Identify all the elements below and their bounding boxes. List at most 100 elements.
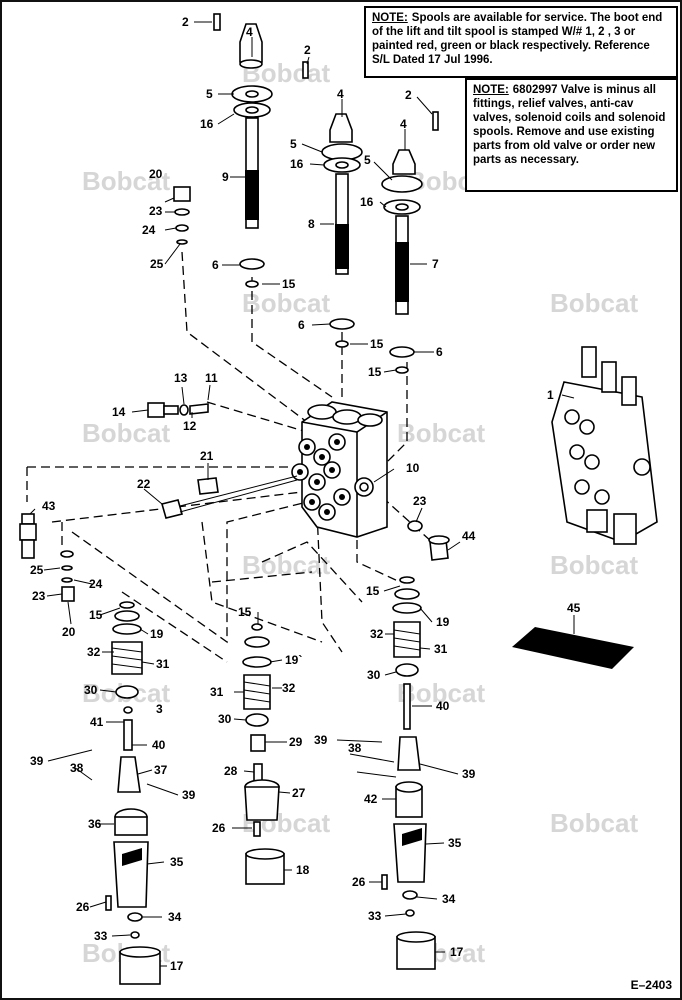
callout-13: 13 [174,371,188,385]
svg-text:15: 15 [368,365,382,379]
callout-7: 7 [432,257,439,271]
solenoid-stack-center [242,623,285,885]
valve-assembly-1 [551,346,658,545]
callout-15-d: 15 [89,608,103,622]
callout-43: 43 [42,499,56,513]
svg-text:4: 4 [400,117,407,131]
watermark-6: Bobcat [82,418,170,448]
svg-text:5: 5 [290,137,297,151]
svg-text:18: 18 [296,863,310,877]
svg-text:25: 25 [150,257,164,271]
callout-2-c: 2 [405,88,412,102]
callout-36: 36 [88,817,102,831]
callout-35-b: 35 [448,836,462,850]
callout-23-b: 23 [413,494,427,508]
watermark-11: Bobcat [397,678,485,708]
callout-4-c: 4 [400,117,407,131]
svg-text:15: 15 [89,608,103,622]
watermark-5: Bobcat [550,288,638,318]
svg-text:38: 38 [348,741,362,755]
callout-31-c: 31 [434,642,448,656]
callout-1: 1 [547,388,554,402]
svg-text:25: 25 [30,563,44,577]
svg-text:14: 14 [112,405,126,419]
callout-31-a: 31 [156,657,170,671]
svg-text:30: 30 [218,712,232,726]
svg-text:15: 15 [238,605,252,619]
watermark-13: Bobcat [550,808,638,838]
callout-4-a: 4 [246,25,253,39]
svg-text:13: 13 [174,371,188,385]
svg-text:26: 26 [212,821,226,835]
fitting-43 [19,513,37,559]
svg-text:39: 39 [462,767,476,781]
svg-text:5: 5 [206,87,213,101]
plug-44 [407,520,450,561]
svg-text:40: 40 [436,699,450,713]
svg-text:2: 2 [182,15,189,29]
callout-18: 18 [296,863,310,877]
note-text: 6802997 Valve is minus all fittings, rel… [473,84,666,166]
solenoid-stack-left [105,601,161,985]
callout-28: 28 [224,764,238,778]
svg-text:36: 36 [88,817,102,831]
svg-text:19: 19 [436,615,450,629]
callout-8: 8 [308,217,315,231]
svg-text:27: 27 [292,786,306,800]
svg-text:23: 23 [149,204,163,218]
callout-15-a: 15 [282,277,296,291]
callout-14: 14 [112,405,126,419]
callout-3: 3 [156,702,163,716]
callout-37: 37 [154,763,168,777]
watermark-7: Bobcat [397,418,485,448]
callout-42: 42 [364,792,378,806]
svg-text:34: 34 [442,892,456,906]
callout-22: 22 [137,477,151,491]
callout-15-f: 15 [366,584,380,598]
svg-text:6: 6 [212,258,219,272]
svg-text:12: 12 [183,419,197,433]
callout-19-c: 19 [436,615,450,629]
watermark-8: Bobcat [242,550,330,580]
svg-text:3: 3 [156,702,163,716]
callout-38-b: 38 [348,741,362,755]
svg-text:30: 30 [367,668,381,682]
callout-5-a: 5 [206,87,213,101]
screw-2-left [213,13,221,31]
svg-text:35: 35 [448,836,462,850]
svg-text:16: 16 [200,117,214,131]
callout-39-d: 39 [462,767,476,781]
svg-text:19`: 19` [285,653,302,667]
callout-35-a: 35 [170,855,184,869]
svg-text:31: 31 [210,685,224,699]
svg-text:20: 20 [149,167,163,181]
spool-9 [231,23,273,288]
note-lead: NOTE: [372,12,408,24]
note-valve: NOTE:6802997 Valve is minus all fittings… [465,78,678,192]
svg-text:32: 32 [87,645,101,659]
callout-34-b: 34 [442,892,456,906]
svg-text:38: 38 [70,761,84,775]
svg-text:10: 10 [406,461,420,475]
svg-text:39: 39 [30,754,44,768]
callout-26-c: 26 [352,875,366,889]
callout-24-b: 24 [89,577,103,591]
svg-text:31: 31 [156,657,170,671]
solenoid-stack-right [381,576,436,970]
watermark-4: Bobcat [242,288,330,318]
watermark-text: Bobcat [550,288,638,318]
callout-23-c: 23 [32,589,46,603]
svg-text:26: 26 [76,900,90,914]
svg-text:7: 7 [432,257,439,271]
callout-2-a: 2 [182,15,189,29]
callout-16-b: 16 [290,157,304,171]
callout-4-b: 4 [337,87,344,101]
callout-33-b: 33 [368,909,382,923]
plug-20-top [173,186,191,245]
svg-text:39: 39 [314,733,328,747]
callout-25-a: 25 [150,257,164,271]
svg-text:33: 33 [368,909,382,923]
callout-26-a: 26 [76,900,90,914]
svg-text:41: 41 [90,715,104,729]
svg-text:32: 32 [370,627,384,641]
